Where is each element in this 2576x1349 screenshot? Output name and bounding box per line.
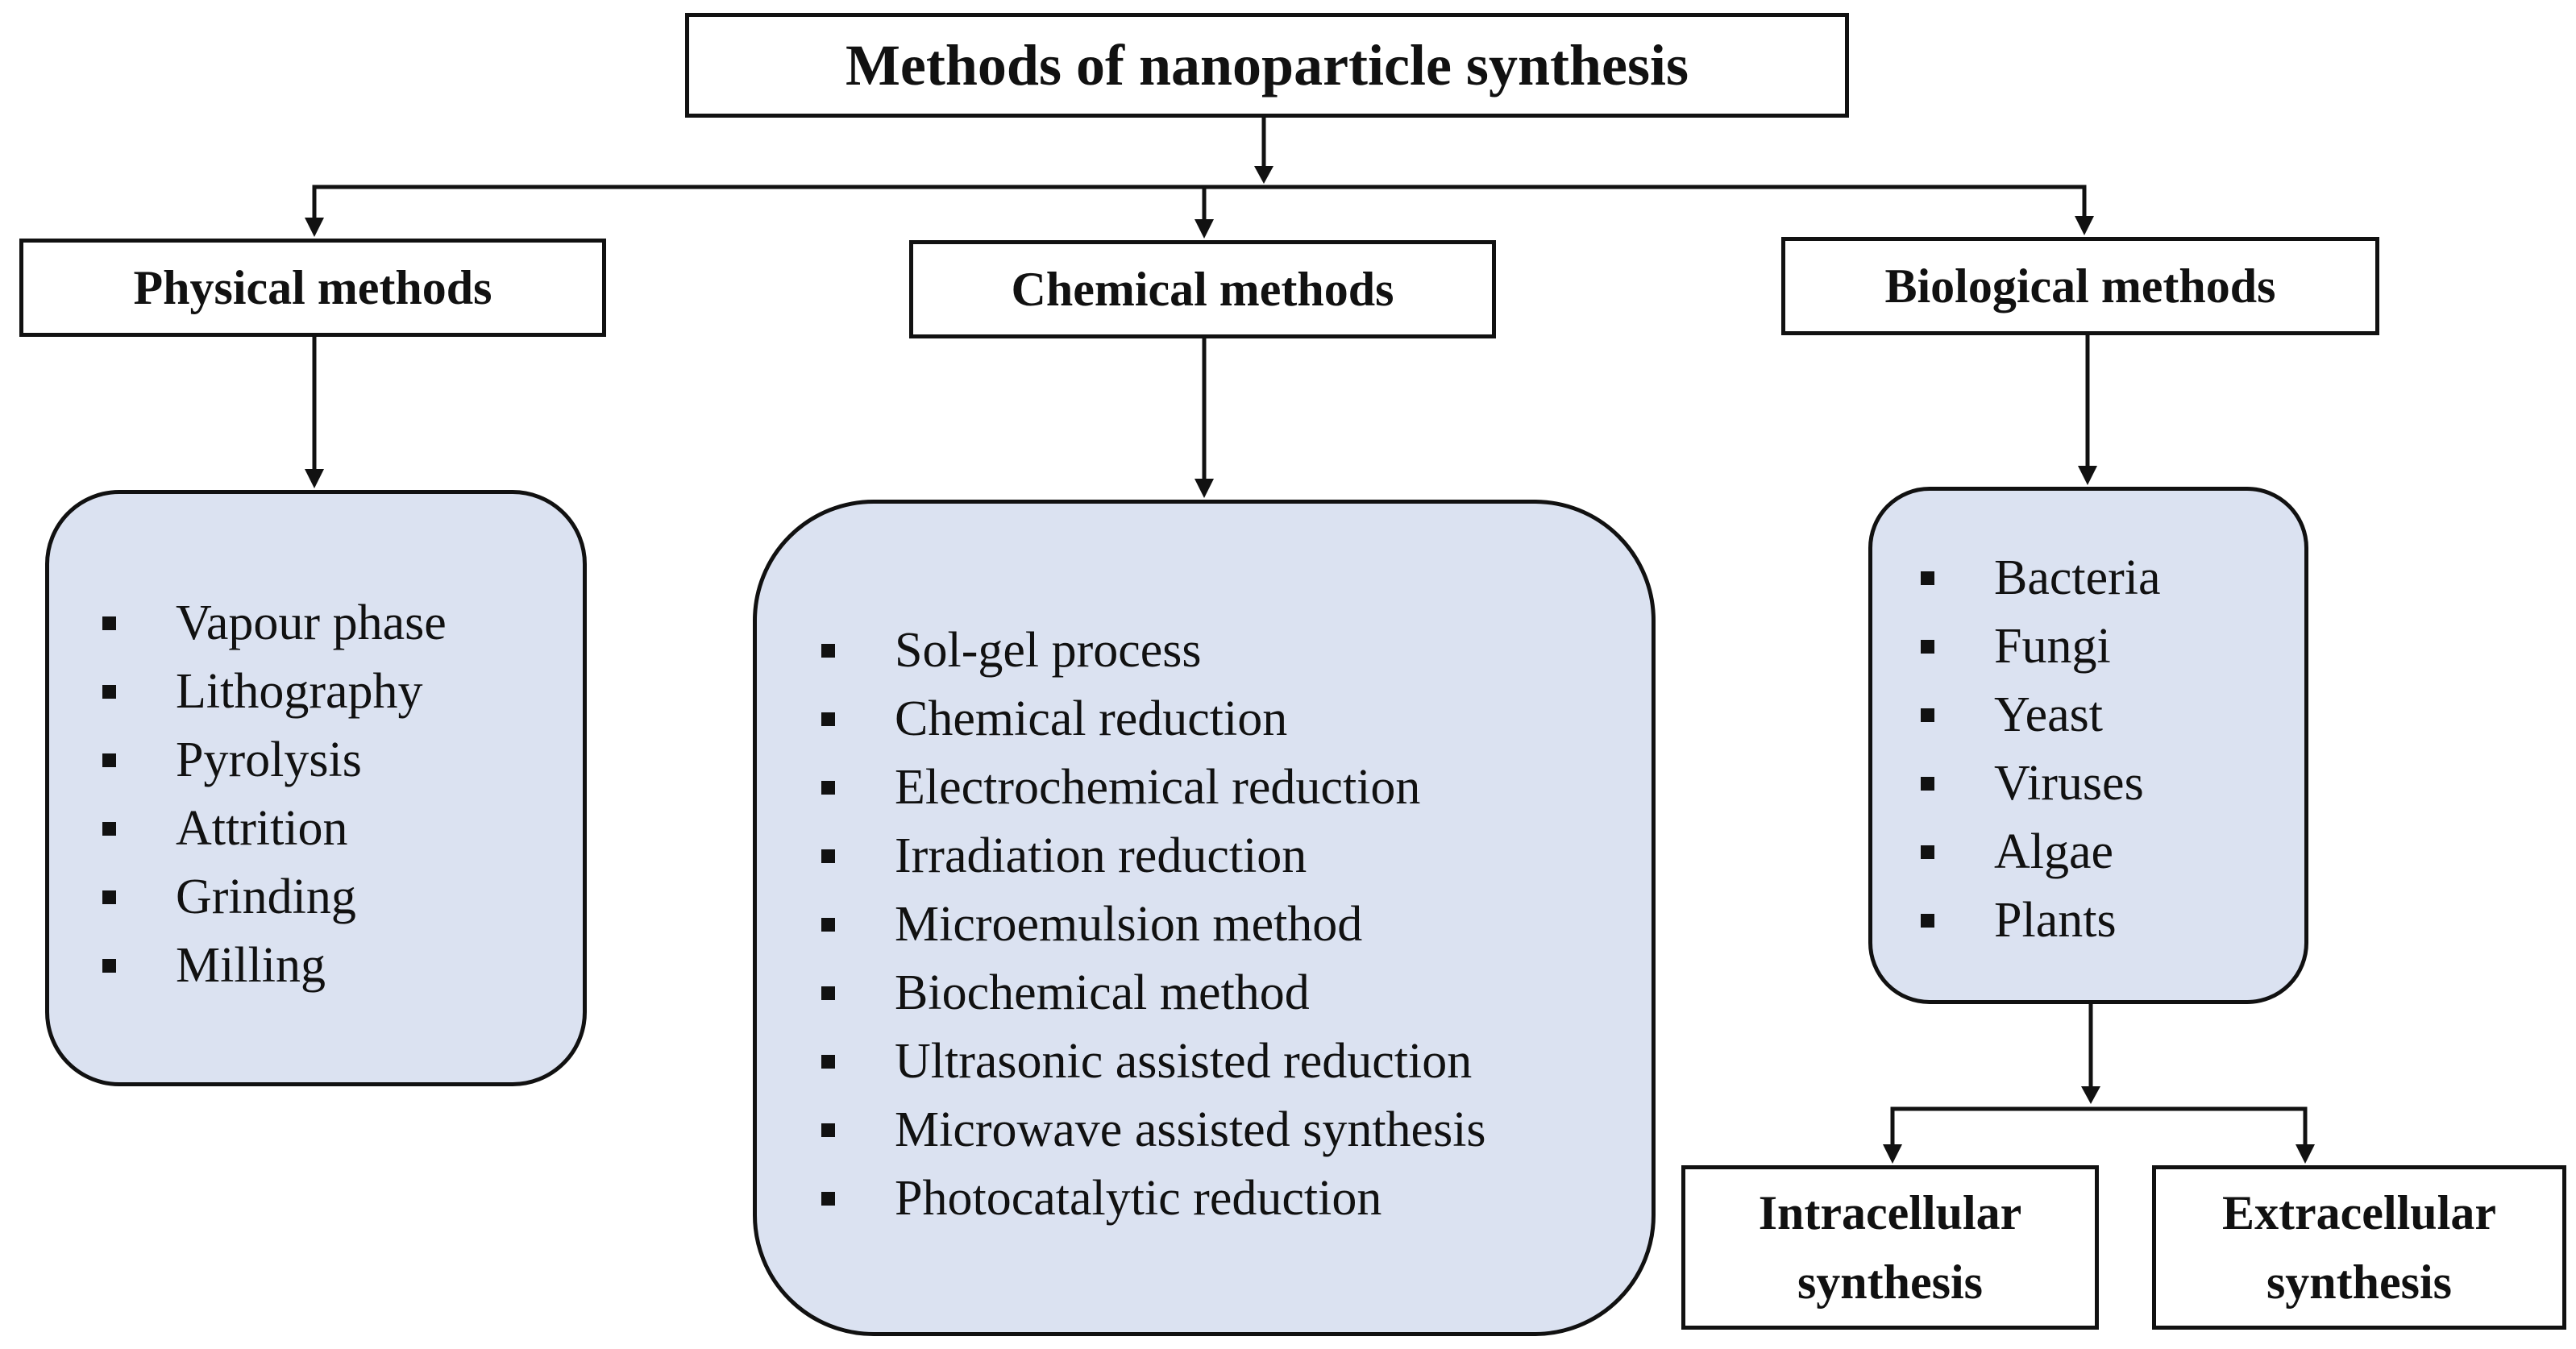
biological-methods-list-box: Bacteria Fungi Yeast Viruses Algae Plant… xyxy=(1868,487,2308,1004)
list-item-label: Algae xyxy=(1994,824,2114,879)
square-bullet-icon xyxy=(821,918,835,932)
square-bullet-icon xyxy=(821,986,835,1000)
list-item: Fungi xyxy=(1921,612,2161,681)
square-bullet-icon xyxy=(1921,708,1934,722)
list-item: Microwave assisted synthesis xyxy=(821,1096,1486,1164)
list-item-label: Lithography xyxy=(176,664,423,719)
list-item-label: Biochemical method xyxy=(895,965,1310,1020)
square-bullet-icon xyxy=(102,959,116,973)
square-bullet-icon xyxy=(821,781,835,795)
chemical-methods-box: Chemical methods xyxy=(909,240,1496,338)
list-item: Algae xyxy=(1921,818,2161,886)
square-bullet-icon xyxy=(1921,571,1934,585)
square-bullet-icon xyxy=(102,822,116,836)
list-item: Attrition xyxy=(102,795,447,863)
intracellular-label-line2: synthesis xyxy=(1797,1256,1984,1309)
list-item-label: Photocatalytic reduction xyxy=(895,1171,1382,1226)
root-title-box: Methods of nanoparticle synthesis xyxy=(685,13,1849,118)
biological-methods-list: Bacteria Fungi Yeast Viruses Algae Plant… xyxy=(1921,544,2161,955)
square-bullet-icon xyxy=(102,753,116,767)
list-item: Milling xyxy=(102,932,447,1000)
square-bullet-icon xyxy=(821,1192,835,1206)
list-item: Sol-gel process xyxy=(821,616,1486,685)
list-item-label: Milling xyxy=(176,938,326,993)
square-bullet-icon xyxy=(821,1055,835,1069)
list-item: Photocatalytic reduction xyxy=(821,1164,1486,1233)
square-bullet-icon xyxy=(1921,914,1934,928)
square-bullet-icon xyxy=(1921,845,1934,859)
square-bullet-icon xyxy=(1921,777,1934,791)
list-item: Chemical reduction xyxy=(821,685,1486,753)
chemical-methods-label: Chemical methods xyxy=(1011,262,1394,316)
list-item-label: Chemical reduction xyxy=(895,691,1288,746)
extracellular-label-line2: synthesis xyxy=(2266,1256,2453,1309)
extracellular-synthesis-box: Extracellular synthesis xyxy=(2152,1165,2566,1330)
list-item-label: Irradiation reduction xyxy=(895,828,1307,883)
list-item: Vapour phase xyxy=(102,589,447,658)
square-bullet-icon xyxy=(821,644,835,658)
list-item: Viruses xyxy=(1921,749,2161,818)
square-bullet-icon xyxy=(102,890,116,904)
list-item: Microemulsion method xyxy=(821,890,1486,959)
list-item-label: Grinding xyxy=(176,870,356,924)
square-bullet-icon xyxy=(102,685,116,699)
list-item: Plants xyxy=(1921,886,2161,955)
list-item: Grinding xyxy=(102,863,447,932)
list-item: Yeast xyxy=(1921,681,2161,749)
chemical-methods-list: Sol-gel process Chemical reduction Elect… xyxy=(821,616,1486,1233)
extracellular-label-line1: Extracellular xyxy=(2222,1186,2496,1239)
list-item: Biochemical method xyxy=(821,959,1486,1027)
list-item-label: Plants xyxy=(1994,893,2117,948)
square-bullet-icon xyxy=(821,712,835,726)
list-item-label: Electrochemical reduction xyxy=(895,760,1421,815)
list-item-label: Yeast xyxy=(1994,687,2103,742)
list-item-label: Bacteria xyxy=(1994,550,2161,605)
physical-methods-box: Physical methods xyxy=(19,239,606,337)
list-item: Bacteria xyxy=(1921,544,2161,612)
list-item: Irradiation reduction xyxy=(821,822,1486,890)
physical-methods-label: Physical methods xyxy=(133,260,492,314)
physical-methods-list: Vapour phase Lithography Pyrolysis Attri… xyxy=(102,589,447,1000)
list-item-label: Sol-gel process xyxy=(895,623,1202,678)
list-item: Pyrolysis xyxy=(102,726,447,795)
list-item-label: Attrition xyxy=(176,801,348,856)
list-item-label: Microwave assisted synthesis xyxy=(895,1102,1486,1157)
list-item: Lithography xyxy=(102,658,447,726)
list-item-label: Viruses xyxy=(1994,756,2144,811)
list-item: Ultrasonic assisted reduction xyxy=(821,1027,1486,1096)
square-bullet-icon xyxy=(821,1123,835,1137)
list-item: Electrochemical reduction xyxy=(821,753,1486,822)
square-bullet-icon xyxy=(1921,640,1934,654)
intracellular-label-line1: Intracellular xyxy=(1758,1186,2022,1239)
square-bullet-icon xyxy=(102,616,116,630)
chemical-methods-list-box: Sol-gel process Chemical reduction Elect… xyxy=(753,500,1656,1336)
list-item-label: Vapour phase xyxy=(176,596,447,650)
square-bullet-icon xyxy=(821,849,835,863)
physical-methods-list-box: Vapour phase Lithography Pyrolysis Attri… xyxy=(45,490,587,1086)
list-item-label: Pyrolysis xyxy=(176,733,362,787)
intracellular-synthesis-box: Intracellular synthesis xyxy=(1681,1165,2099,1330)
biological-methods-label: Biological methods xyxy=(1884,259,2276,313)
root-title: Methods of nanoparticle synthesis xyxy=(845,32,1689,98)
list-item-label: Microemulsion method xyxy=(895,897,1363,952)
list-item-label: Fungi xyxy=(1994,619,2111,674)
list-item-label: Ultrasonic assisted reduction xyxy=(895,1034,1473,1089)
biological-methods-box: Biological methods xyxy=(1781,237,2379,335)
